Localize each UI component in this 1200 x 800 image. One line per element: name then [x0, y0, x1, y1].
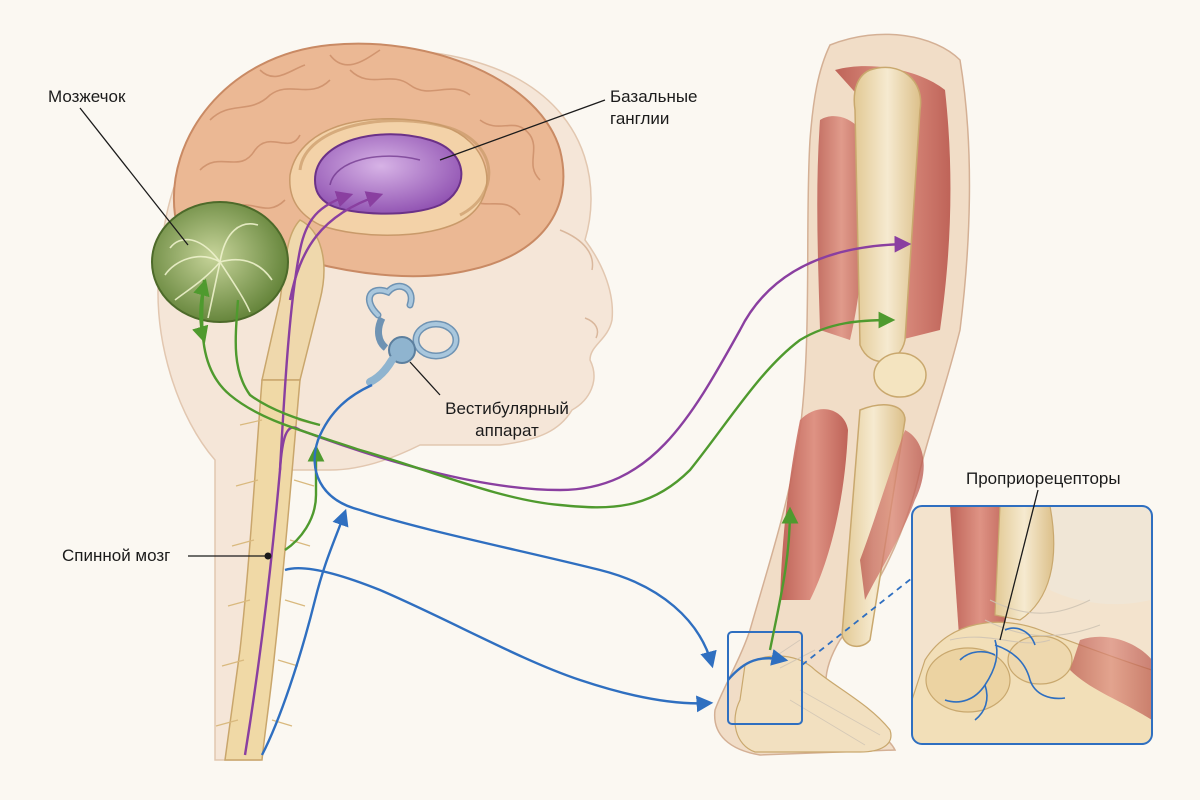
spinal-cord-pointer-dot [264, 552, 272, 560]
green-path-from-cerebellum [200, 279, 896, 509]
label-proprioceptors: Проприорецепторы [966, 469, 1121, 488]
label-vestibular-line1: Вестибулярный [445, 399, 569, 418]
leader-cerebellum [79, 107, 189, 246]
label-vestibular: Вестибулярный аппарат [432, 398, 582, 442]
blue-path-from-vestibular [313, 383, 717, 669]
green-pathway [192, 278, 896, 651]
label-basal-ganglia-line2: ганглии [610, 109, 670, 128]
label-basal-ganglia: Базальные ганглии [610, 86, 698, 130]
purple-pathway [243, 190, 912, 756]
blue-path-to-foot [284, 567, 714, 713]
leader-lines [79, 99, 1039, 641]
label-cerebellum: Мозжечок [48, 87, 126, 106]
leader-basal-ganglia [439, 99, 606, 161]
zoom-connector [801, 577, 913, 666]
blue-foot-return [727, 649, 789, 681]
green-cerebellum-loop [192, 278, 210, 344]
leader-proprioceptors [999, 489, 1039, 641]
ankle-zoom-box [727, 631, 803, 725]
cerebellum [151, 201, 289, 323]
label-basal-ganglia-line1: Базальные [610, 87, 698, 106]
green-ascending-from-calf [768, 506, 799, 651]
green-ascending-in-cord [284, 444, 325, 551]
label-vestibular-line2: аппарат [475, 421, 539, 440]
purple-motor-path-to-thigh [243, 235, 912, 756]
blue-ascending-from-bottom [260, 508, 349, 756]
label-spinal-cord: Спинной мозг [62, 546, 171, 565]
proprioceptor-inset [911, 505, 1153, 745]
vestibular-apparatus [365, 282, 460, 386]
purple-ascending-to-basal-ganglia [278, 190, 354, 471]
spinal-cord [215, 379, 319, 761]
green-cerebellum-descending [234, 299, 321, 427]
blue-pathway [260, 383, 789, 756]
leg-anatomy [714, 33, 971, 756]
purple-path-secondary [288, 191, 384, 301]
leader-vestibular [409, 361, 441, 396]
